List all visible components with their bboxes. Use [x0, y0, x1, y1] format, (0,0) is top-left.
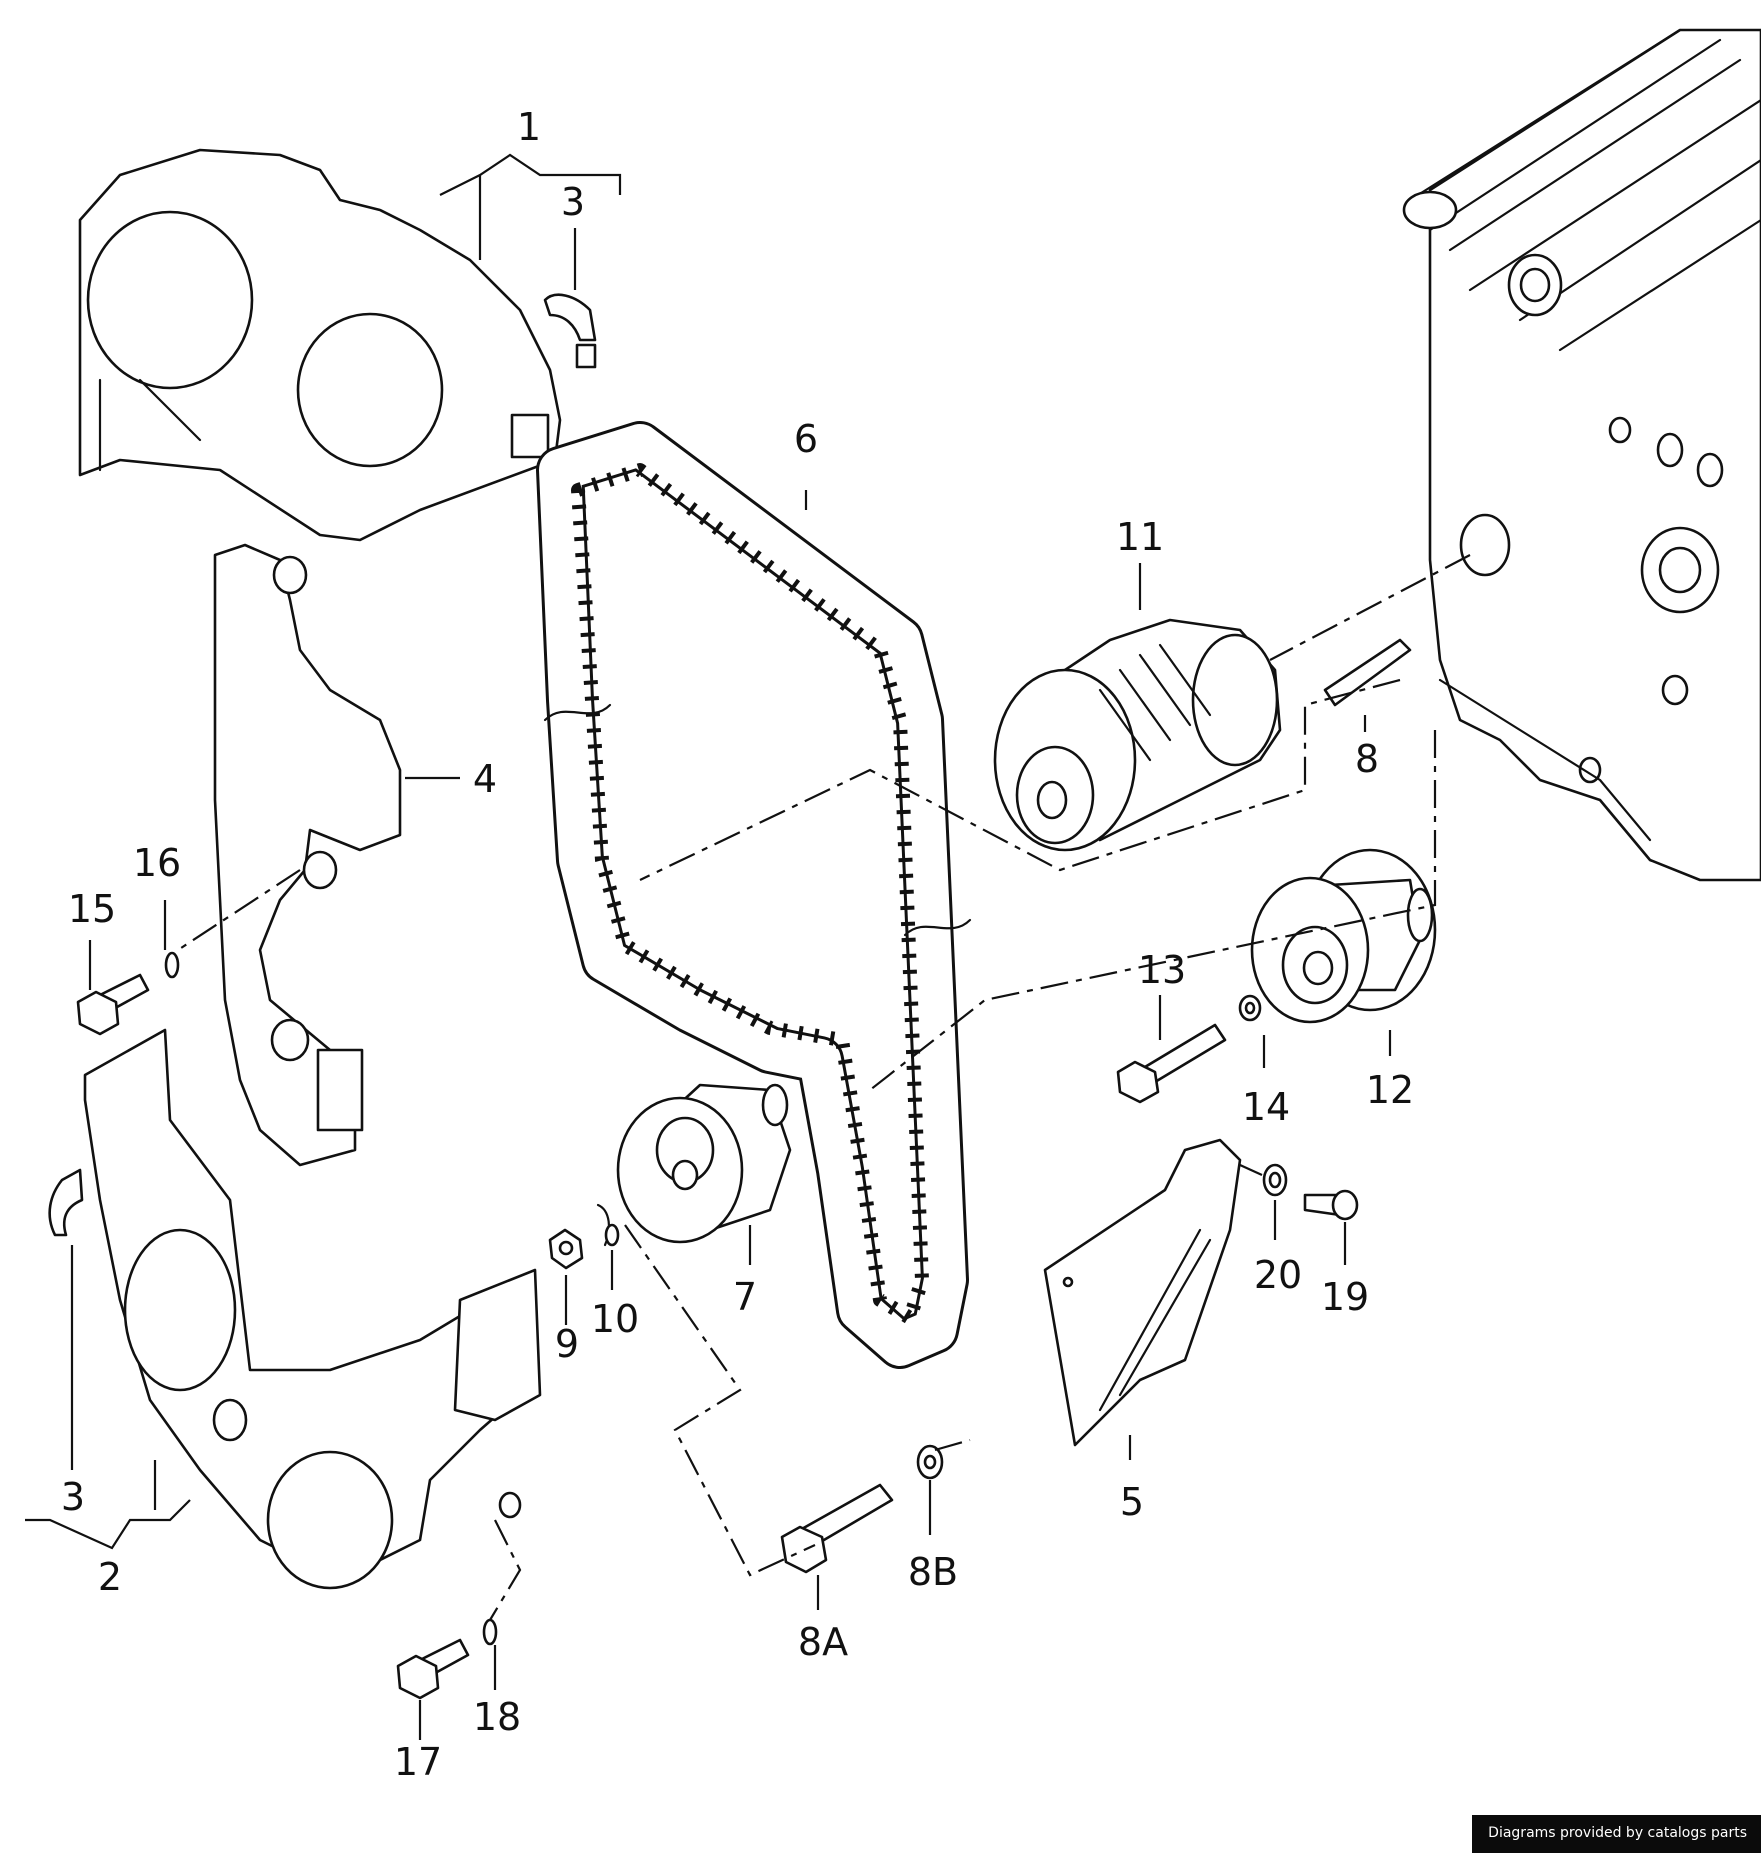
- callout-labels: 1 2 3 3 4 5 6 7 8 8A 8B 9 10 11 12 13 14…: [61, 105, 1414, 1784]
- callout-12: 12: [1366, 1068, 1414, 1112]
- stud: [1323, 638, 1412, 707]
- callout-3-bottom: 3: [61, 1475, 85, 1519]
- callout-14: 14: [1242, 1085, 1290, 1129]
- leader-lines: [25, 153, 1392, 1740]
- callout-13: 13: [1138, 948, 1186, 992]
- callout-9: 9: [555, 1322, 579, 1366]
- upper-bolt: [76, 973, 150, 1036]
- callout-7: 7: [733, 1275, 757, 1319]
- callout-1: 1: [517, 105, 541, 149]
- idler-pulley: [1250, 848, 1437, 1024]
- bracket-bolt: [1303, 1189, 1359, 1221]
- tensioner-nut: [548, 1228, 584, 1270]
- timing-belt: [536, 421, 972, 1369]
- callout-8: 8: [1355, 737, 1379, 781]
- callout-20: 20: [1254, 1253, 1302, 1297]
- callout-10: 10: [591, 1297, 639, 1341]
- bolt-8a: [780, 1483, 894, 1574]
- callout-18: 18: [473, 1695, 521, 1739]
- lower-washer: [482, 1618, 498, 1646]
- diagram-credit-badge: Diagrams provided by catalogs parts: [1472, 1815, 1761, 1853]
- callout-3-top: 3: [561, 180, 585, 224]
- callout-16: 16: [133, 841, 181, 885]
- callout-17: 17: [394, 1740, 442, 1784]
- side-bracket: [1043, 1138, 1242, 1447]
- engine-block: [1402, 28, 1761, 882]
- rear-timing-guard: [213, 543, 402, 1167]
- callout-11: 11: [1116, 515, 1164, 559]
- upper-timing-cover: [78, 148, 562, 542]
- lower-clip: [48, 1168, 84, 1237]
- lower-timing-cover: [83, 1028, 542, 1590]
- tensioner-washer: [596, 1203, 620, 1247]
- callout-2: 2: [98, 1555, 122, 1599]
- upper-clip: [543, 293, 597, 369]
- idler-washer: [1238, 994, 1262, 1022]
- idler-bolt: [1116, 1023, 1227, 1104]
- callout-6: 6: [794, 417, 818, 461]
- lower-bolt: [396, 1638, 470, 1700]
- bracket-washer: [1262, 1163, 1288, 1197]
- callout-8b: 8B: [908, 1550, 958, 1594]
- water-pump: [993, 618, 1282, 852]
- callout-15: 15: [68, 887, 116, 931]
- washer-8b: [916, 1444, 944, 1480]
- tensioner-pulley: [616, 1083, 792, 1244]
- upper-washer: [164, 951, 180, 979]
- callout-19: 19: [1321, 1275, 1369, 1319]
- callout-4: 4: [473, 757, 497, 801]
- callout-8a: 8A: [798, 1620, 848, 1664]
- assembly-centre-lines: [177, 554, 1471, 1621]
- callout-5: 5: [1120, 1480, 1144, 1524]
